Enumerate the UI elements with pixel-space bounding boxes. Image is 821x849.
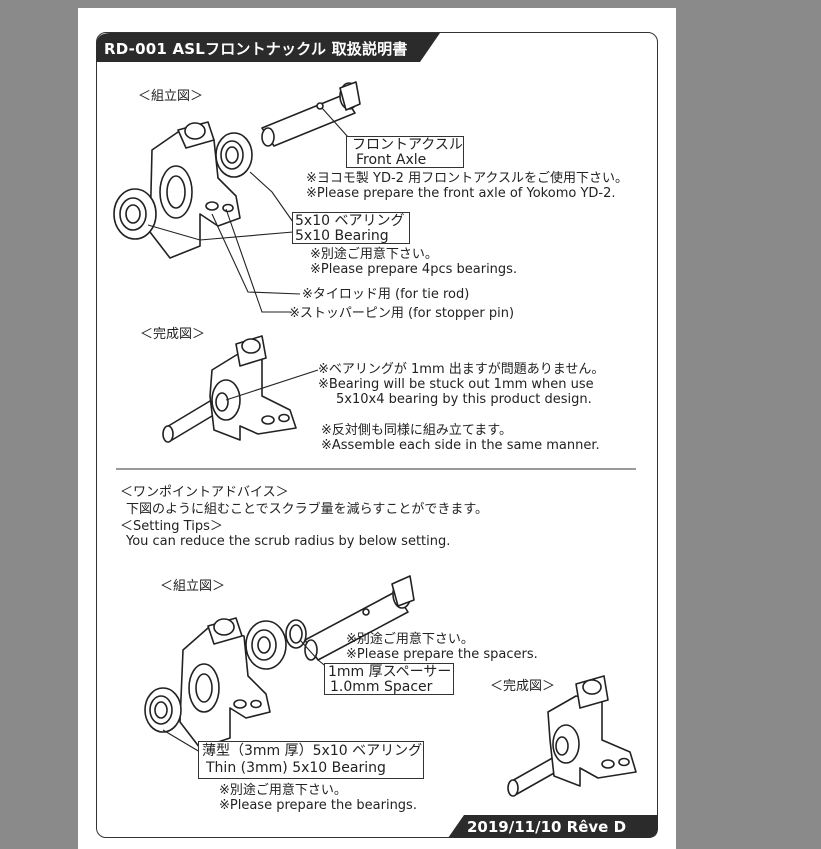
stuck-note-jp: ※ベアリングが 1mm 出ますが問題ありません。 bbox=[318, 362, 605, 377]
thin-bearing-illustration bbox=[144, 687, 182, 733]
bearings-note-jp: ※別途ご用意下さい。 bbox=[219, 783, 347, 798]
footer-banner bbox=[448, 815, 658, 838]
spacer-label-jp: 1mm 厚スペーサー bbox=[328, 664, 452, 680]
same-manner-note-en: ※Assemble each side in the same manner. bbox=[321, 438, 600, 453]
completed-knuckle-illustration bbox=[162, 335, 297, 443]
thin-bearing-label-jp: 薄型（3mm 厚）5x10 ベアリング bbox=[202, 743, 423, 759]
axle-note-jp: ※ヨコモ製 YD-2 用フロントアクスルをご使用下さい。 bbox=[306, 171, 629, 186]
advice-text: 下図のように組むことでスクラブ量を減らすことができます。 bbox=[126, 502, 489, 517]
bearing-label-box bbox=[292, 212, 410, 244]
same-manner-note-jp: ※反対側も同様に組み立てます。 bbox=[321, 423, 512, 438]
tie-rod-note: ※タイロッド用 (for tie rod) bbox=[302, 287, 470, 302]
page-frame bbox=[96, 32, 658, 838]
bearings-note-en: ※Please prepare the bearings. bbox=[219, 798, 417, 813]
bearing-label-en: 5x10 Bearing bbox=[295, 228, 389, 244]
thin-bearing-label-en: Thin (3mm) 5x10 Bearing bbox=[206, 760, 386, 776]
spacer-note-en: ※Please prepare the spacers. bbox=[346, 647, 538, 662]
front-axle-label-box bbox=[346, 136, 464, 168]
setting-tips-text: You can reduce the scrub radius by below… bbox=[126, 534, 451, 549]
stopper-pin-note: ※ストッパーピン用 (for stopper pin) bbox=[289, 306, 515, 321]
assembly-heading: ＜組立図＞ bbox=[138, 89, 204, 104]
bearing-illustration bbox=[245, 620, 287, 670]
bearing-note-jp: ※別途ご用意下さい。 bbox=[310, 247, 438, 262]
setting-tips-heading: ＜Setting Tips＞ bbox=[120, 519, 223, 534]
stuck-note-en-1: ※Bearing will be stuck out 1mm when use bbox=[318, 377, 594, 392]
front-axle-label-en: Front Axle bbox=[356, 152, 427, 168]
completed-heading: ＜完成図＞ bbox=[140, 327, 206, 342]
front-axle-label-jp: フロントアクスル bbox=[352, 137, 463, 153]
stuck-note-en-2: 5x10x4 bearing by this product design. bbox=[336, 392, 592, 407]
knuckle-illustration bbox=[179, 617, 271, 749]
completed-knuckle-illustration bbox=[507, 675, 637, 797]
spacer-label-box bbox=[324, 663, 454, 695]
document-title: RD-001 ASLフロントナックル 取扱説明書 bbox=[104, 40, 408, 58]
bearing-note-en: ※Please prepare 4pcs bearings. bbox=[310, 262, 518, 277]
front-axle-illustration bbox=[304, 575, 415, 661]
advice-heading: ＜ワンポイントアドバイス＞ bbox=[120, 485, 289, 500]
knuckle-illustration bbox=[149, 121, 241, 259]
thin-bearing-label-box bbox=[198, 741, 424, 779]
completed-heading-2: ＜完成図＞ bbox=[490, 679, 556, 694]
title-banner bbox=[96, 33, 440, 62]
footer-date: 2019/11/10 Rêve D bbox=[467, 818, 627, 836]
spacer-label-en: 1.0mm Spacer bbox=[330, 679, 433, 695]
bearing-label-jp: 5x10 ベアリング bbox=[295, 213, 405, 229]
spacer-note-jp: ※別途ご用意下さい。 bbox=[346, 632, 474, 647]
assembly-heading-2: ＜組立図＞ bbox=[160, 579, 226, 594]
axle-note-en: ※Please prepare the front axle of Yokomo… bbox=[306, 186, 616, 201]
bearing-illustration bbox=[113, 188, 157, 240]
bearing-illustration bbox=[215, 132, 253, 178]
front-axle-illustration bbox=[261, 81, 361, 147]
